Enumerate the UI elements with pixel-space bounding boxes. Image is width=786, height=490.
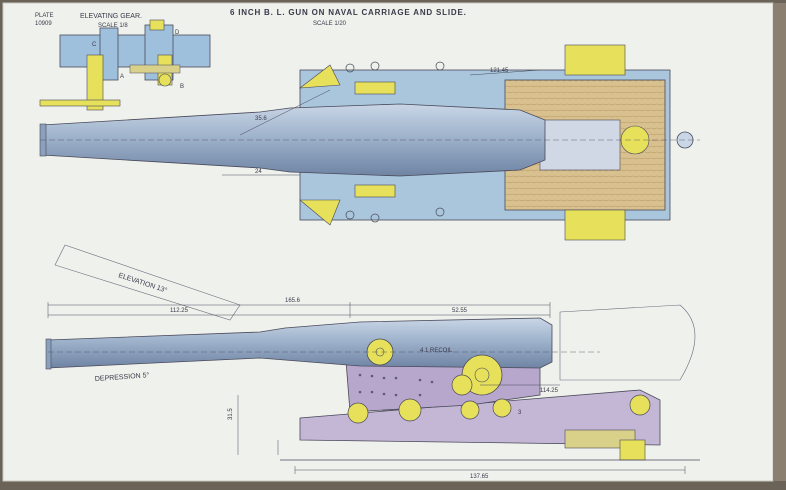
dim-114: 114.25 [540, 388, 559, 394]
inset-letter-d: D [175, 30, 180, 36]
inset-letter-a: A [120, 74, 124, 80]
dim-small: 3 [518, 410, 522, 416]
inset-letter-c: C [92, 42, 97, 48]
recoil-label: 4.1 RECOIL [420, 348, 453, 354]
inset-title: ELEVATING GEAR. [80, 13, 142, 20]
plan-dim-right: 121.45 [490, 68, 509, 74]
plan-view [39, 44, 700, 241]
recoil-ghost [559, 304, 696, 381]
side-gun-barrel [47, 317, 553, 369]
dim-total: 165.6 [285, 298, 301, 304]
dim-vert: 31.5 [228, 408, 234, 420]
side-view [45, 244, 700, 474]
plan-dim-24: 24 [255, 169, 262, 175]
elevating-gear-inset [39, 19, 211, 111]
depression-label: DEPRESSION 5° [95, 371, 150, 383]
drawing-scale: SCALE 1/20 [313, 21, 347, 27]
plate-number: 10909 [35, 21, 52, 27]
dim-bottom: 137.65 [470, 474, 489, 480]
page-edge [773, 3, 786, 481]
plan-dim-angle: 35.6 [255, 116, 267, 122]
dim-right: 52.55 [452, 308, 468, 314]
plate-label: PLATE [35, 13, 54, 19]
inset-scale: SCALE 1/8 [98, 23, 128, 29]
drawing-title: 6 INCH B. L. GUN ON NAVAL CARRIAGE AND S… [230, 8, 467, 17]
inset-letter-b: B [180, 84, 184, 90]
dim-left: 112.25 [170, 308, 189, 314]
